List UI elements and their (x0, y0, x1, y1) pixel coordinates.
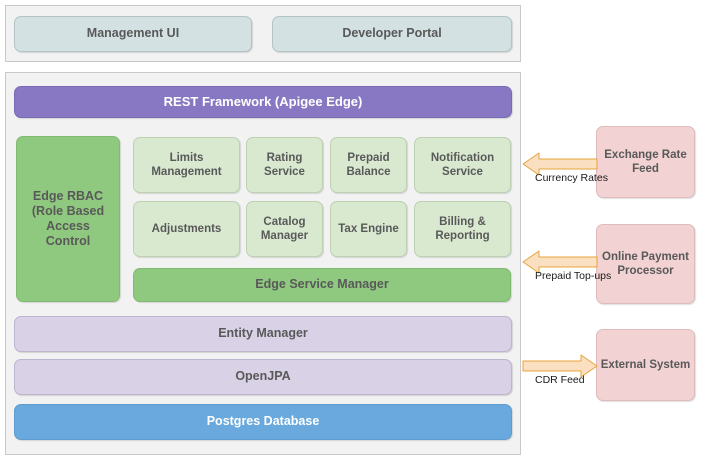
node-label: REST Framework (Apigee Edge) (163, 94, 363, 110)
node-notification-service[interactable]: Notification Service (414, 137, 511, 193)
node-label: Adjustments (151, 222, 222, 235)
node-online-payment-processor[interactable]: Online Payment Processor (596, 224, 695, 304)
node-label: Developer Portal (342, 26, 442, 41)
node-label: Edge RBAC (Role Based Access Control (31, 188, 105, 249)
node-exchange-rate-feed[interactable]: Exchange Rate Feed (596, 126, 695, 198)
node-label: Management UI (86, 26, 180, 41)
node-openjpa[interactable]: OpenJPA (14, 359, 512, 395)
node-billing-reporting[interactable]: Billing & Reporting (414, 201, 511, 257)
node-limits-management[interactable]: Limits Management (133, 137, 240, 193)
node-label: Online Payment Processor (602, 250, 689, 277)
node-edge-rbac[interactable]: Edge RBAC (Role Based Access Control (16, 136, 120, 302)
flow-prepaid-topups (522, 248, 598, 276)
node-label: Notification Service (430, 151, 495, 178)
node-label: OpenJPA (235, 369, 291, 384)
node-label: External System (600, 358, 691, 371)
node-entity-manager[interactable]: Entity Manager (14, 316, 512, 352)
node-label: Limits Management (151, 151, 222, 178)
flow-cdr-feed (522, 352, 598, 380)
node-label: Rating Service (264, 151, 305, 178)
flow-label-currency-rates: Currency Rates (535, 172, 608, 184)
node-postgres-database[interactable]: Postgres Database (14, 404, 512, 440)
node-rating-service[interactable]: Rating Service (246, 137, 323, 193)
node-label: Entity Manager (218, 326, 308, 341)
node-prepaid-balance[interactable]: Prepaid Balance (330, 137, 407, 193)
arrow-right-icon (522, 354, 598, 378)
node-label: Billing & Reporting (435, 215, 490, 242)
arrow-left-icon (522, 152, 598, 176)
node-developer-portal[interactable]: Developer Portal (272, 16, 512, 52)
flow-currency-rates (522, 150, 598, 178)
node-label: Postgres Database (206, 414, 320, 429)
node-label: Edge Service Manager (255, 277, 389, 292)
node-adjustments[interactable]: Adjustments (133, 201, 240, 257)
node-rest-framework[interactable]: REST Framework (Apigee Edge) (14, 86, 512, 118)
flow-label-cdr-feed: CDR Feed (535, 374, 585, 386)
node-management-ui[interactable]: Management UI (14, 16, 252, 52)
node-label: Prepaid Balance (346, 151, 391, 178)
node-label: Exchange Rate Feed (604, 148, 687, 175)
node-label: Catalog Manager (260, 215, 309, 242)
node-catalog-manager[interactable]: Catalog Manager (246, 201, 323, 257)
node-external-system[interactable]: External System (596, 329, 695, 401)
node-label: Tax Engine (338, 222, 399, 235)
arrow-left-icon (522, 250, 598, 274)
flow-label-prepaid-topups: Prepaid Top-ups (535, 270, 612, 282)
node-tax-engine[interactable]: Tax Engine (330, 201, 407, 257)
node-edge-service-manager[interactable]: Edge Service Manager (133, 268, 511, 302)
